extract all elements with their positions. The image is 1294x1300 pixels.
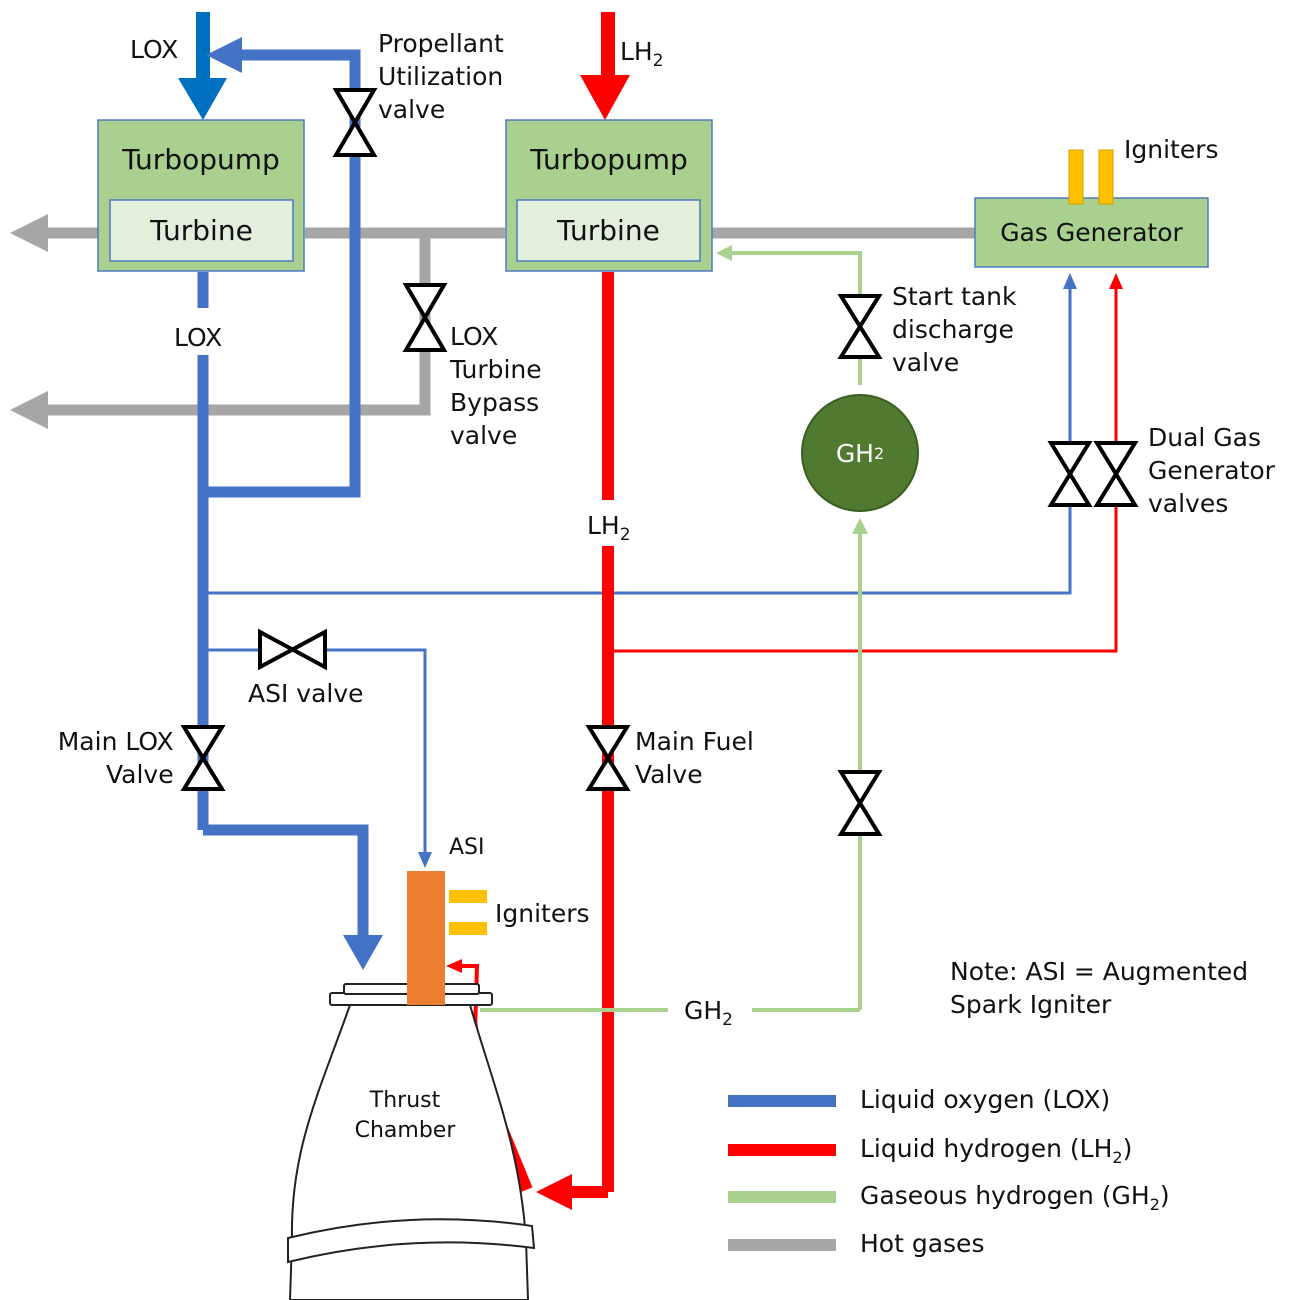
legend-text-lh2: Liquid hydrogen (LH2) xyxy=(860,1133,1133,1167)
asi-igniters-label: Igniters xyxy=(495,899,590,928)
asi-label: ASI xyxy=(449,835,485,860)
main-lox-valve-icon xyxy=(180,725,226,791)
lh2-turbine-label: Turbine xyxy=(557,214,660,247)
legend-swatch-gh2 xyxy=(728,1191,836,1203)
lox-to-asi-arrow xyxy=(418,852,432,868)
legend-item-gh2: Gaseous hydrogen (GH2) xyxy=(860,1179,1170,1215)
legend-swatch-lox xyxy=(728,1095,836,1107)
lox-line-label: LOX xyxy=(174,323,223,352)
legend-swatch-hot-gas xyxy=(728,1239,836,1251)
dual-gg-valves-label: Dual Gas Generator valves xyxy=(1148,423,1275,518)
lh2-inlet-arrow xyxy=(580,75,630,120)
lox-turbopump-label: Turbopump xyxy=(122,142,280,176)
legend-text-hot-gas: Hot gases xyxy=(860,1228,985,1258)
asi-igniter-lower xyxy=(449,922,487,935)
asi-body xyxy=(407,871,445,1005)
asi-note: Note: ASI = Augmented Spark Igniter xyxy=(950,957,1249,1019)
gas-generator-box xyxy=(974,197,1209,268)
gh2-line-valve-icon xyxy=(837,770,883,836)
legend-item-lox: Liquid oxygen (LOX) xyxy=(860,1083,1110,1119)
main-fuel-valve-icon xyxy=(585,725,631,791)
lox-to-gg-arrow xyxy=(1063,273,1077,289)
legend-item-hot-gas: Hot gases xyxy=(860,1227,984,1263)
gg-lh2-valve-icon xyxy=(1093,441,1139,507)
legend-swatch-lh2 xyxy=(728,1144,836,1156)
lh2-inlet-pipe xyxy=(601,12,615,78)
lh2-inlet-label: LH2 xyxy=(620,37,664,71)
lh2-line-label: LH2 xyxy=(587,511,631,545)
lh2-to-chamber-arrow xyxy=(536,1174,572,1210)
lox-inlet-pipe xyxy=(196,12,210,82)
lox-inlet-label: LOX xyxy=(130,35,179,64)
gas-generator-label: Gas Generator xyxy=(1000,218,1183,247)
start-tank-valve-icon xyxy=(837,294,883,359)
asi-valve-label: ASI valve xyxy=(248,679,364,708)
asi-igniter-upper xyxy=(449,890,487,903)
start-tank-valve-label: Start tank discharge valve xyxy=(892,282,1017,377)
main-fuel-valve-label: Main Fuel Valve xyxy=(635,727,754,789)
pu-return-arrow xyxy=(206,37,242,73)
lox-to-chamber-arrow xyxy=(343,935,383,970)
gh2-to-turbine-arrow xyxy=(716,245,732,261)
valve-icons xyxy=(180,88,1139,836)
lox-bypass-valve-icon xyxy=(402,283,448,352)
gg-igniter-right xyxy=(1098,149,1114,205)
thrust-chamber-label: Thrust Chamber xyxy=(354,1088,456,1143)
main-lox-valve-label: Main LOX Valve xyxy=(57,727,174,789)
lox-inlet-arrow xyxy=(178,78,227,120)
lh2-lines xyxy=(458,272,1118,1198)
lh2-to-gg-arrow xyxy=(1109,273,1123,289)
gh2-line-label: GH2 xyxy=(684,996,733,1030)
lh2-turbopump-label: Turbopump xyxy=(530,142,688,176)
hot-gas-exhaust-arrow-upper xyxy=(10,214,48,252)
gg-igniter-left xyxy=(1068,149,1084,205)
gg-lox-valve-icon xyxy=(1047,441,1093,507)
lh2-to-asi-arrow xyxy=(446,959,462,973)
pu-valve-label: Propellant Utilization valve xyxy=(378,29,504,124)
lox-turbine-label: Turbine xyxy=(150,214,253,247)
gh2-to-tank-arrow xyxy=(852,518,868,534)
lox-bypass-valve-label: LOX Turbine Bypass valve xyxy=(450,322,542,450)
asi-valve-icon xyxy=(258,628,327,671)
legend-text-gh2: Gaseous hydrogen (GH2) xyxy=(860,1180,1170,1214)
legend-swatches xyxy=(728,1095,836,1251)
gh2-start-tank xyxy=(801,394,919,512)
pu-valve-icon xyxy=(332,88,378,157)
gg-igniters-label: Igniters xyxy=(1124,135,1219,164)
legend-text-lox: Liquid oxygen (LOX) xyxy=(860,1084,1111,1114)
legend-item-lh2: Liquid hydrogen (LH2) xyxy=(860,1132,1132,1168)
lox-turbine-box xyxy=(109,199,294,262)
hot-gas-exhaust-arrow-lower xyxy=(10,391,48,429)
lh2-turbine-box xyxy=(516,199,701,262)
